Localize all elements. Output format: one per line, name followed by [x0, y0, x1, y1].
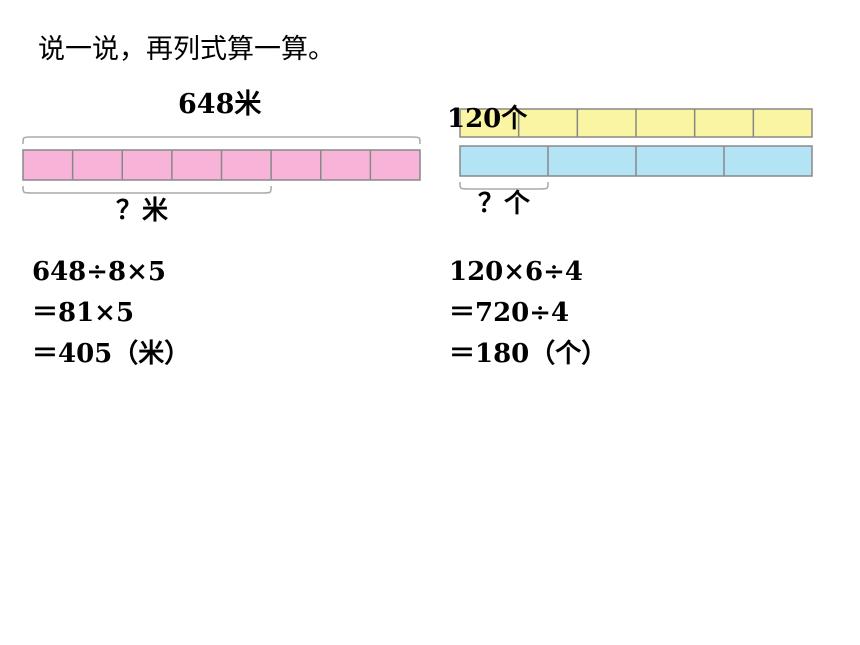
right-calc-line: ＝720÷4 [449, 298, 570, 328]
right-question-brace [459, 181, 549, 190]
right-question-label: ？个 [478, 189, 531, 219]
right-total-label: 120个 [447, 104, 528, 134]
left-calc-line: ＝405（米） [32, 339, 191, 369]
left-question-label: ？米 [116, 196, 169, 226]
left-calc-line: 648÷8×5 [32, 257, 167, 287]
right-calculation: 120×6÷4 ＝720÷4 ＝180（个） [449, 259, 607, 382]
left-total-label: 648米 [178, 89, 262, 120]
page-title: 说一说，再列式算一算。 [38, 34, 335, 65]
left-total-brace [22, 136, 421, 145]
left-calc-line: ＝81×5 [32, 298, 135, 328]
right-calc-line: ＝180（个） [449, 339, 608, 369]
left-calculation: 648÷8×5 ＝81×5 ＝405（米） [32, 259, 190, 382]
left-question-brace [22, 185, 272, 194]
right-bar-diagram [459, 108, 813, 190]
left-bar-diagram [22, 136, 421, 194]
right-calc-line: 120×6÷4 [449, 257, 584, 287]
